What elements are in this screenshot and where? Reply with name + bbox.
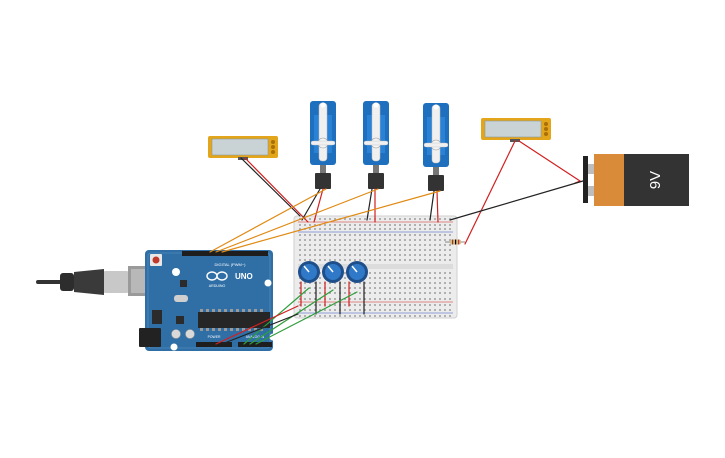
potentiometer-3[interactable] [346,261,368,283]
digital-label: DIGITAL (PWM~) [215,262,247,267]
servo-motor-3[interactable] [423,103,449,191]
model-label: UNO [235,272,253,281]
wire-black[interactable] [429,190,435,221]
servo-motor-1[interactable] [310,101,336,189]
wire-red[interactable] [215,305,299,345]
wire-red[interactable] [518,140,582,184]
wire-red[interactable] [436,190,439,223]
power-header[interactable] [196,342,232,347]
servo-icon [423,103,449,191]
breadboard[interactable] [293,215,458,319]
resistor-icon[interactable] [445,239,465,245]
wire-orange[interactable] [209,188,327,253]
potentiometer-icon [322,261,344,283]
digital-header[interactable] [182,251,268,256]
analog-header[interactable] [238,342,272,347]
wire-black[interactable] [449,180,584,221]
brand-label: ARDUINO [209,284,226,288]
battery-9v[interactable]: 9V [583,154,689,206]
wire-red[interactable] [464,140,516,245]
power-label: POWER [208,335,221,339]
wires[interactable] [209,140,584,345]
servo-motor-2[interactable] [363,101,389,189]
infinity-logo-icon [206,271,228,281]
wire-orange[interactable] [221,190,441,253]
lcd-display-right[interactable] [481,118,551,142]
wire-green[interactable] [255,291,358,345]
analog-label: ANALOG IN [246,335,265,339]
potentiometer-icon [298,261,320,283]
servo-icon [363,101,389,189]
wire-red[interactable] [313,188,324,223]
potentiometer-1[interactable] [298,261,320,283]
lcd-display-left[interactable] [208,136,278,160]
arduino-uno-board[interactable]: DIGITAL (PWM~) UNO ARDUINO POWER ANALOG … [139,250,277,351]
wire-red[interactable] [244,157,309,223]
wire-black[interactable] [240,157,301,217]
wire-black[interactable] [366,188,373,221]
battery-label: 9V [647,171,664,189]
potentiometer-2[interactable] [322,261,344,283]
wire-black[interactable] [221,313,299,345]
wire-orange[interactable] [215,188,379,253]
servo-icon [310,101,336,189]
potentiometer-icon [346,261,368,283]
